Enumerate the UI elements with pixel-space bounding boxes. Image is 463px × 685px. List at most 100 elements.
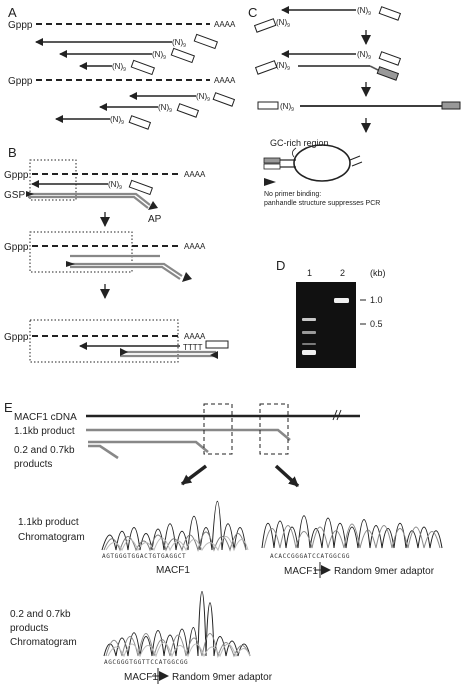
chromatogram-1-label-2: Chromatogram bbox=[18, 532, 85, 543]
polya-label: AAAA bbox=[214, 76, 236, 85]
pcr-product-line bbox=[28, 195, 149, 209]
adaptor-box-filled bbox=[441, 101, 461, 110]
unit-label: (kb) bbox=[370, 268, 386, 278]
sequence-3: AGCGGGTGGTTCCATGGCGG bbox=[104, 659, 188, 666]
subscript-9: 9 bbox=[368, 55, 371, 61]
panel-b: B Gppp AAAA (N)9 GSP AP Gppp AAAA Gppp A… bbox=[4, 145, 229, 363]
gppp-label: Gppp bbox=[8, 20, 33, 31]
chromatogram-1-label-1: 1.1kb product bbox=[18, 517, 79, 528]
pcr-product-line bbox=[28, 192, 151, 206]
gc-region-label: GC-rich region bbox=[270, 138, 329, 148]
panhandle-open-box bbox=[263, 163, 281, 170]
subscript-9: 9 bbox=[121, 120, 124, 126]
adaptor-box bbox=[378, 51, 402, 66]
adaptor-box bbox=[130, 59, 156, 76]
adaptor-label-b: Random 9mer adaptor bbox=[334, 566, 435, 577]
product-11kb-line bbox=[86, 428, 291, 441]
random-9mer-label: (N)9 bbox=[196, 92, 210, 103]
gppp-label: Gppp bbox=[4, 242, 29, 253]
adaptor-label-c: Random 9mer adaptor bbox=[172, 672, 273, 683]
primer-icon bbox=[264, 178, 276, 186]
random-9mer-label: (N)9 bbox=[110, 115, 124, 126]
panel-a: A Gppp AAAA (N)9 (N)9 (N)9 Gppp AAAA (N)… bbox=[8, 5, 236, 130]
gppp-label: Gppp bbox=[4, 332, 29, 343]
gel-band bbox=[302, 343, 316, 345]
zoom-arrow-icon bbox=[274, 464, 300, 488]
random-9mer-label: (N)9 bbox=[172, 38, 186, 49]
pcr-product-line bbox=[70, 265, 181, 280]
gsp-label: GSP bbox=[4, 190, 25, 201]
dotted-focus-box bbox=[29, 319, 179, 363]
panel-d-label: D bbox=[276, 258, 285, 273]
adaptor-box bbox=[253, 18, 277, 33]
gel-band bbox=[302, 331, 316, 334]
pcr-product-line bbox=[70, 262, 183, 277]
polya-label: AAAA bbox=[184, 170, 206, 179]
random-9mer-label: (N)9 bbox=[152, 50, 166, 61]
subscript-9: 9 bbox=[169, 108, 172, 114]
chromatogram-3-trace bbox=[103, 591, 251, 658]
junction-box bbox=[203, 403, 233, 455]
ap-primer-icon bbox=[148, 201, 158, 210]
subscript-9: 9 bbox=[287, 23, 290, 29]
adaptor-box bbox=[378, 6, 402, 21]
gc-region-pointer bbox=[292, 147, 297, 158]
subscript-9: 9 bbox=[183, 43, 186, 49]
random-9mer-label: (N)9 bbox=[158, 103, 172, 114]
random-9mer-label: (N)9 bbox=[108, 180, 122, 191]
chromatogram-2-label-1: 0.2 and 0.7kb bbox=[10, 609, 71, 620]
product-0207kb-line bbox=[88, 440, 209, 453]
panel-e: E MACF1 cDNA 1.1kb product 0.2 and 0.7kb… bbox=[4, 400, 443, 684]
product-0207kb-label-2: products bbox=[14, 459, 52, 470]
lane-2-label: 2 bbox=[340, 268, 345, 278]
gppp-label: Gppp bbox=[8, 76, 33, 87]
sequence-1: AGTGGGTGGACTGTGAGGCT bbox=[102, 553, 186, 560]
subscript-9: 9 bbox=[163, 55, 166, 61]
random-9mer-label: (N)9 bbox=[276, 61, 290, 72]
subscript-9: 9 bbox=[291, 107, 294, 113]
panel-b-label: B bbox=[8, 145, 17, 160]
gel-image bbox=[296, 282, 356, 368]
panel-c-label: C bbox=[248, 5, 257, 20]
polya-label: AAAA bbox=[214, 20, 236, 29]
polya-label: AAAA bbox=[184, 332, 206, 341]
adaptor-box bbox=[176, 103, 200, 118]
polya-label: AAAA bbox=[184, 242, 206, 251]
polyt-label: TTTT bbox=[183, 343, 203, 352]
sequence-2: ACACCGGGATCCATGGCGG bbox=[270, 553, 350, 560]
random-9mer-label: (N)9 bbox=[357, 50, 371, 61]
dotted-focus-box bbox=[29, 159, 77, 201]
adaptor-box bbox=[254, 60, 278, 75]
panel-d: D 1 2 (kb) 1.0 0.5 bbox=[276, 258, 386, 368]
gsp-primer-icon bbox=[66, 261, 75, 267]
panel-c: C (N)9 (N)9 (N)9 (N)9 (N)9 GC-rich regio… bbox=[248, 5, 461, 207]
chromatogram-2-label-2: products bbox=[10, 623, 48, 634]
panhandle-filled-box bbox=[263, 157, 281, 164]
panhandle-loop bbox=[293, 144, 351, 182]
junction-box bbox=[259, 403, 289, 455]
adaptor-box-filled bbox=[376, 66, 400, 81]
break-mark bbox=[332, 409, 342, 421]
adaptor-box bbox=[128, 179, 154, 196]
random-9mer-label: (N)9 bbox=[276, 18, 290, 29]
ap-primer-icon bbox=[182, 272, 192, 282]
gel-band bbox=[302, 318, 316, 321]
zoom-arrow-icon bbox=[180, 464, 208, 486]
gel-band bbox=[334, 298, 349, 303]
gel-band bbox=[302, 350, 316, 355]
no-primer-note: No primer binding: bbox=[264, 191, 321, 198]
chromatogram-2-label-3: Chromatogram bbox=[10, 637, 77, 648]
marker-05kb-label: 0.5 bbox=[370, 319, 383, 329]
ap-label: AP bbox=[148, 214, 162, 225]
panel-a-label: A bbox=[8, 5, 17, 20]
panhandle-note: panhandle structure suppresses PCR bbox=[264, 200, 380, 207]
adaptor-box bbox=[257, 101, 279, 110]
product-11kb-label: 1.1kb product bbox=[14, 426, 75, 437]
macf1-label-b: MACF1 bbox=[284, 566, 318, 577]
macf1-label-c: MACF1 bbox=[124, 672, 158, 683]
random-9mer-label: (N)9 bbox=[112, 62, 126, 73]
adaptor-box bbox=[205, 340, 229, 349]
subscript-9: 9 bbox=[119, 185, 122, 191]
subscript-9: 9 bbox=[123, 67, 126, 73]
